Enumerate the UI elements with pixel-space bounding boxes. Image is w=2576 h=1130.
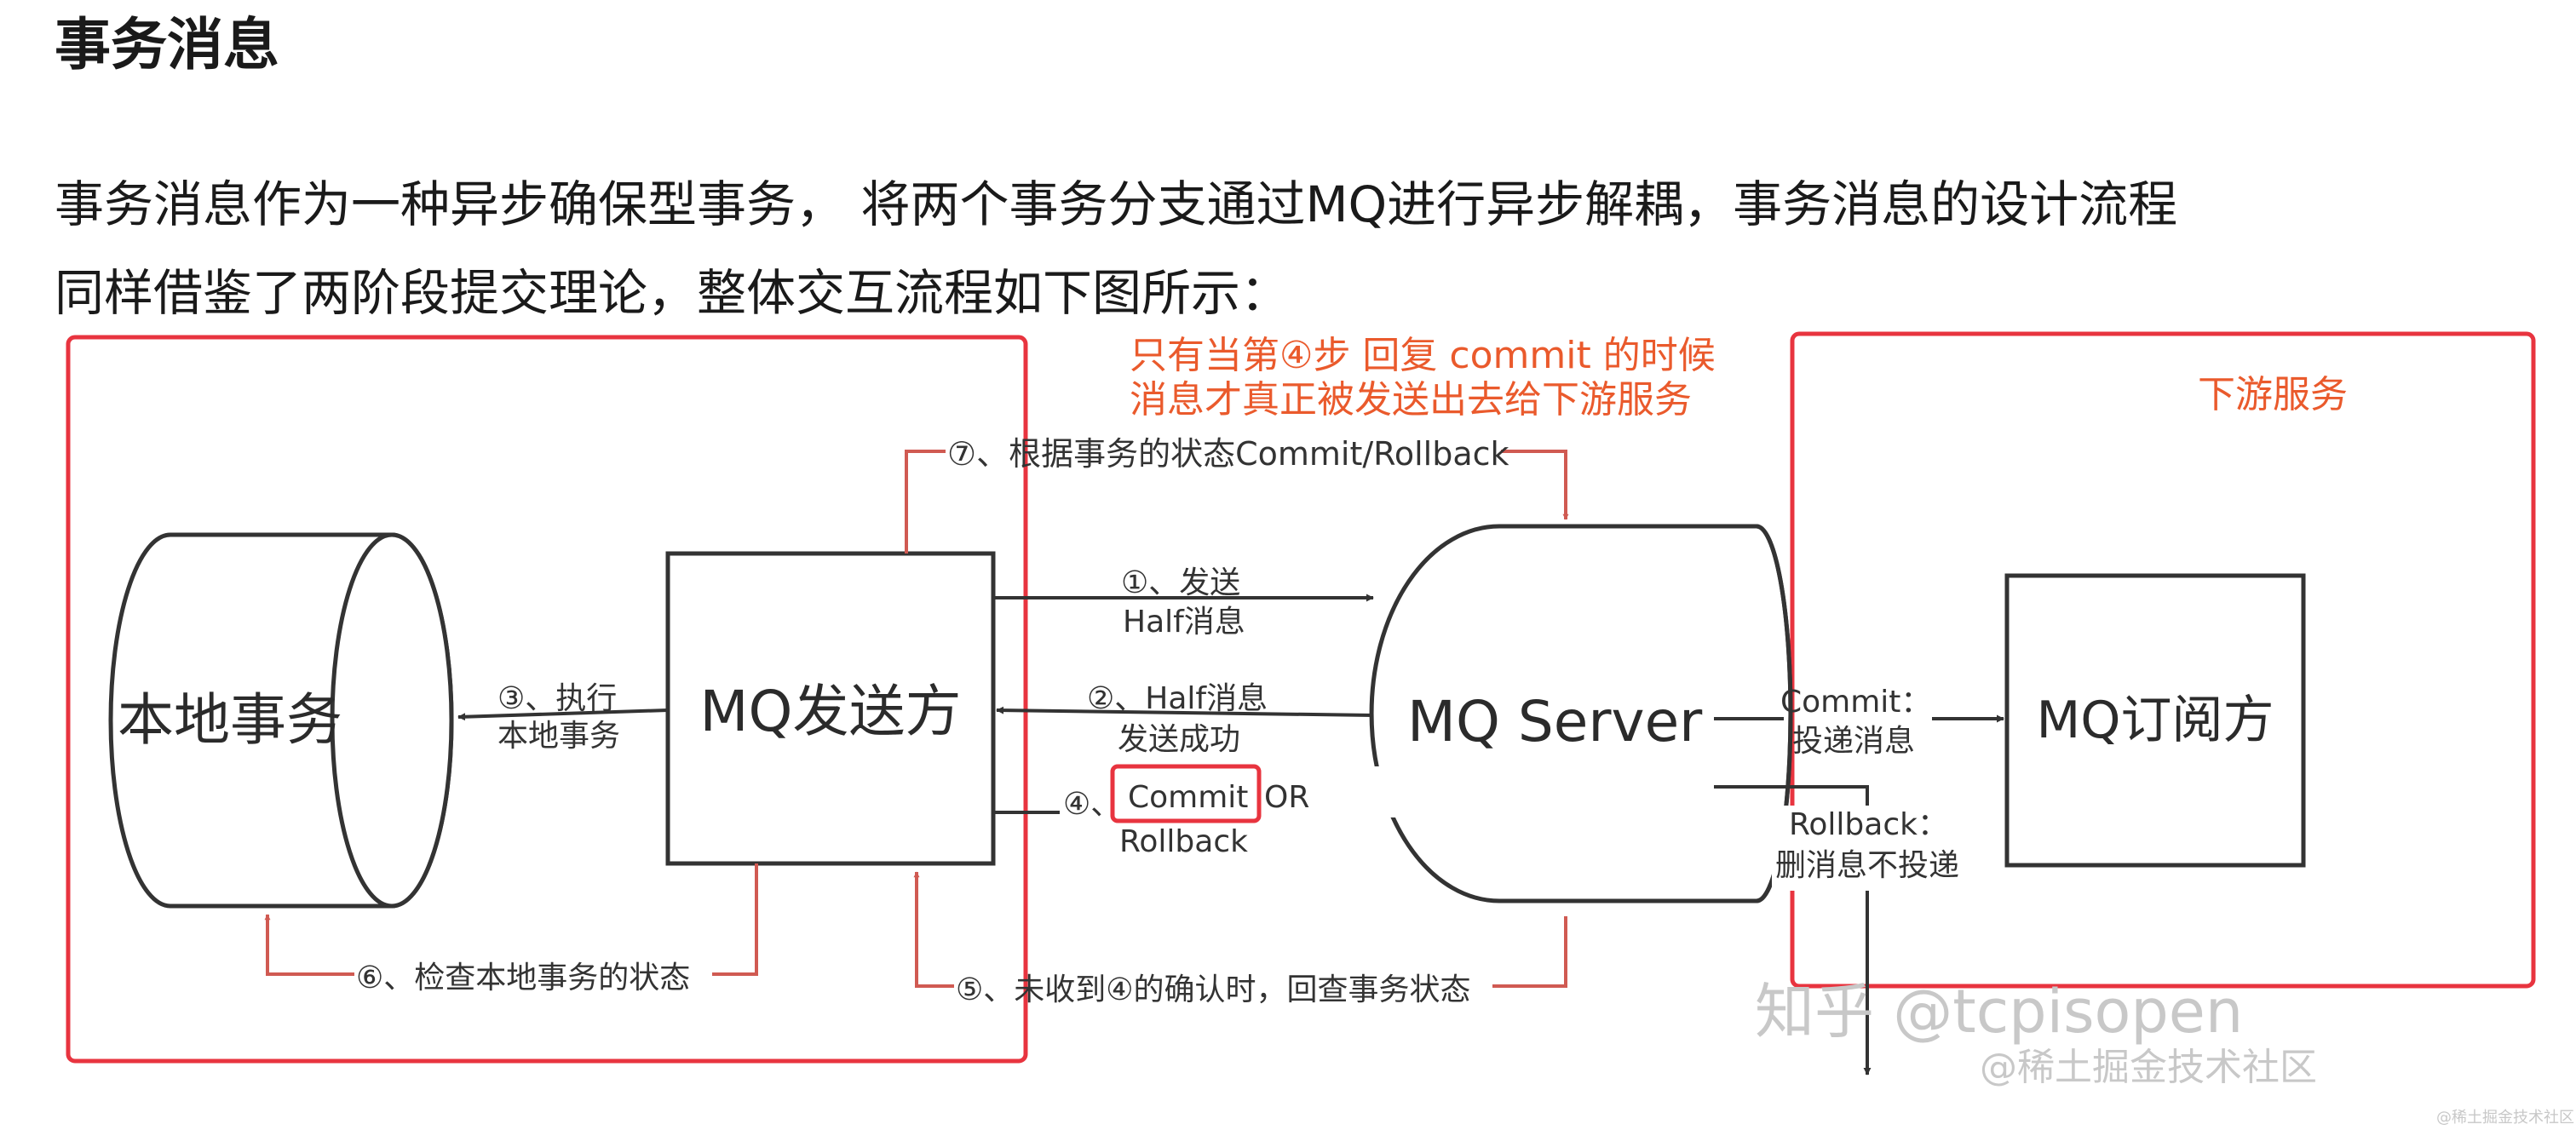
commit-flow: Commit： 投递消息: [1714, 685, 2004, 759]
juejin-watermark-small: @稀土掘金技术社区: [2436, 1109, 2574, 1127]
downstream-highlight: [1790, 331, 2536, 989]
note-line-1: 只有当第④步 回复 commit 的时候: [1130, 334, 1716, 377]
step1-label-line2: Half消息: [1123, 605, 1245, 640]
step2-label-line1: ②、Half消息: [1087, 681, 1268, 716]
step3-label-line1: ③、执行: [497, 681, 617, 716]
mq-sender-node: MQ发送方: [665, 551, 996, 866]
local-transaction-cylinder: 本地事务: [108, 532, 454, 909]
intro-line-1: 事务消息作为一种异步确保型事务， 将两个事务分支通过MQ进行异步解耦，事务消息的…: [55, 175, 2178, 233]
juejin-watermark: @稀土掘金技术社区: [1980, 1046, 2317, 1089]
note-line-2: 消息才真正被发送出去给下游服务: [1130, 378, 1692, 422]
step4-rollback-label: Rollback: [1119, 824, 1248, 859]
step7-flow: ⑦、根据事务的状态Commit/Rollback: [905, 435, 1569, 554]
step6-label: ⑥、检查本地事务的状态: [356, 961, 690, 995]
zhihu-watermark: 知乎 @tcpisopen: [1755, 977, 2243, 1047]
step6-flow: ⑥、检查本地事务的状态: [264, 863, 758, 995]
intro-line-2: 同样借鉴了两阶段提交理论，整体交互流程如下图所示：: [55, 264, 1291, 322]
rollback-flow: Rollback： 删消息不投递: [1714, 785, 1976, 1076]
section-heading: 事务消息: [55, 12, 279, 77]
step5-flow: ⑤、未收到④的确认时，回查事务状态: [913, 871, 1567, 1007]
downstream-label: 下游服务: [2198, 373, 2348, 416]
step2-flow: ②、Half消息 发送成功: [996, 681, 1374, 757]
step3-label-line2: 本地事务: [497, 719, 620, 754]
rollback-label-line1: Rollback：: [1789, 807, 1948, 842]
step1-label-line1: ①、发送: [1121, 565, 1240, 600]
step5-label: ⑤、未收到④的确认时，回查事务状态: [956, 972, 1471, 1007]
mq-subscriber-node: MQ订阅方: [2004, 573, 2306, 868]
step3-flow: ③、执行 本地事务: [457, 681, 669, 754]
step1-flow: ①、发送 Half消息: [993, 565, 1374, 640]
rollback-label-line2: 删消息不投递: [1775, 848, 1959, 883]
mq-server-cylinder: MQ Server: [1369, 524, 1793, 903]
step2-label-line2: 发送成功: [1118, 722, 1240, 757]
local-transaction-label: 本地事务: [118, 687, 342, 753]
commit-highlight-box: [1110, 764, 1262, 823]
mq-sender-label: MQ发送方: [700, 679, 962, 744]
commit-label-line2: 投递消息: [1792, 724, 1915, 759]
mq-subscriber-label: MQ订阅方: [2037, 691, 2274, 750]
step4-or-label: OR: [1264, 780, 1309, 815]
commit-label-line1: Commit：: [1780, 685, 1931, 720]
step7-label: ⑦、根据事务的状态Commit/Rollback: [947, 435, 1509, 473]
sender-side-highlight: [66, 335, 1028, 1064]
step4-commit-label: Commit: [1128, 780, 1248, 815]
mq-server-label: MQ Server: [1407, 689, 1703, 754]
intro-paragraph: 事务消息作为一种异步确保型事务， 将两个事务分支通过MQ进行异步解耦，事务消息的…: [55, 160, 2177, 337]
step4-flow: ④、 Commit OR Rollback: [993, 764, 1421, 863]
